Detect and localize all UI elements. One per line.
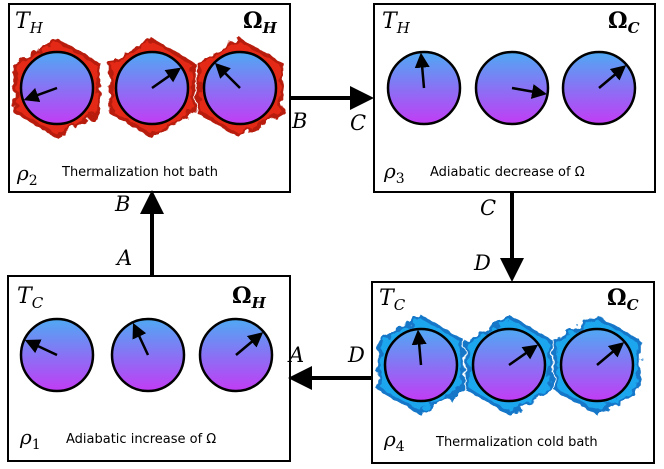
spin bbox=[471, 327, 547, 403]
density-matrix-label: ρ3 bbox=[383, 159, 405, 187]
spin bbox=[202, 50, 278, 126]
spin-arrow bbox=[23, 86, 58, 103]
spin bbox=[561, 50, 637, 126]
spins bbox=[383, 327, 635, 403]
temperature-label: TH bbox=[15, 9, 44, 37]
transition-start-label: D bbox=[347, 343, 365, 367]
spin bbox=[114, 50, 190, 126]
stage-caption: Adiabatic increase of Ω bbox=[66, 432, 216, 447]
spin bbox=[19, 50, 95, 126]
transition-cold-to-increase: D A bbox=[287, 343, 371, 390]
spins bbox=[19, 50, 278, 126]
frequency-label: ΩH bbox=[243, 8, 278, 37]
transition-end-label: C bbox=[350, 111, 366, 135]
spin bbox=[198, 317, 274, 393]
transition-start-label: B bbox=[291, 109, 307, 133]
spin-arrow bbox=[151, 67, 182, 90]
stage-caption: Thermalization hot bath bbox=[61, 165, 218, 180]
spins bbox=[386, 50, 637, 126]
transition-end-label: B bbox=[114, 192, 130, 216]
transition-end-label: A bbox=[287, 343, 304, 367]
stage-caption: Thermalization cold bath bbox=[435, 435, 598, 450]
transition-decrease-to-cold: C D bbox=[473, 193, 524, 282]
density-matrix-label: ρ4 bbox=[383, 427, 405, 455]
spin-arrow bbox=[511, 84, 547, 99]
spin bbox=[110, 317, 186, 393]
density-matrix-label: ρ2 bbox=[16, 161, 38, 189]
frequency-label: ΩH bbox=[232, 283, 267, 312]
stage-caption: Adiabatic decrease of Ω bbox=[430, 165, 585, 180]
spin bbox=[559, 327, 635, 403]
temperature-label: TH bbox=[382, 9, 411, 37]
spin-arrow bbox=[214, 62, 241, 89]
transition-start-label: A bbox=[115, 246, 132, 270]
spin bbox=[19, 317, 95, 393]
spin-arrow bbox=[132, 322, 150, 356]
stage-thermalization-cold: TC ΩC ρ4 Thermalization cold bath bbox=[371, 281, 655, 464]
density-matrix-label: ρ1 bbox=[19, 425, 41, 453]
stage-adiabatic-decrease: TH ΩC ρ3 Adiabatic decrease of Ω bbox=[373, 3, 656, 193]
spin-arrow bbox=[596, 342, 625, 366]
spin bbox=[474, 50, 550, 126]
temperature-label: TC bbox=[379, 286, 406, 314]
spin-arrow bbox=[414, 52, 430, 89]
transition-end-label: D bbox=[473, 251, 491, 275]
frequency-label: ΩC bbox=[607, 285, 639, 314]
spin-arrow bbox=[411, 329, 427, 366]
spin-arrow bbox=[24, 339, 58, 357]
spins bbox=[19, 317, 274, 393]
stage-adiabatic-increase: TC ΩH ρ1 Adiabatic increase of Ω bbox=[7, 275, 291, 462]
transition-start-label: C bbox=[480, 196, 496, 220]
spin bbox=[386, 50, 462, 126]
spin-arrow bbox=[235, 332, 264, 356]
stage-thermalization-hot: TH ΩH ρ2 Thermalization hot bath bbox=[8, 3, 291, 193]
transition-hot-to-decrease: B C bbox=[291, 86, 374, 135]
temperature-label: TC bbox=[17, 284, 44, 312]
spin-arrow bbox=[508, 344, 539, 367]
frequency-label: ΩC bbox=[608, 8, 640, 37]
spin bbox=[383, 327, 459, 403]
transition-increase-to-hot: A B bbox=[114, 190, 164, 275]
spin-arrow bbox=[598, 65, 627, 89]
